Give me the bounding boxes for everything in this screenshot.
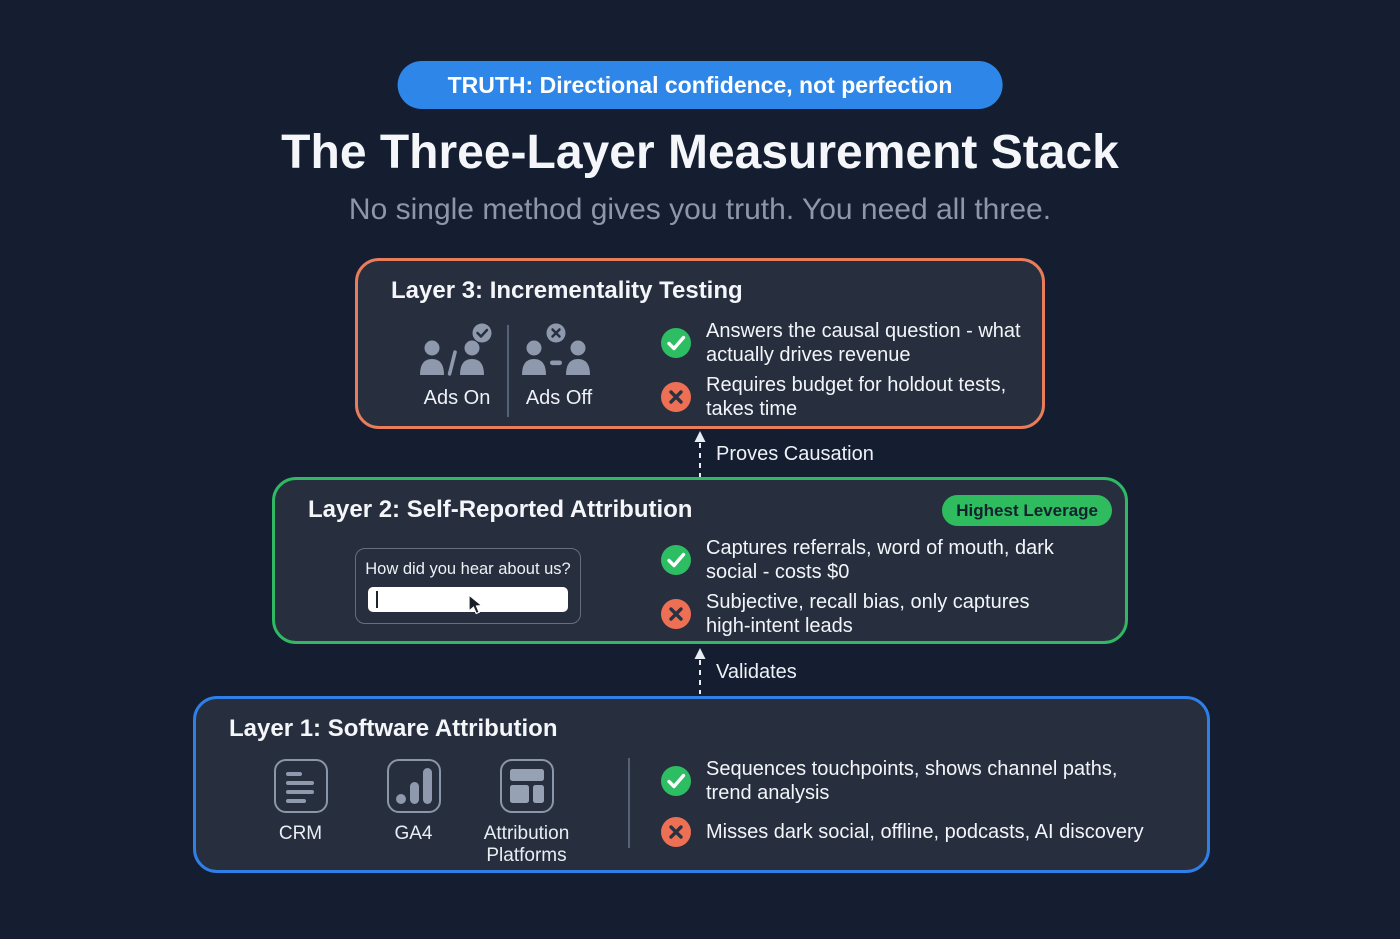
tool-crm-label: CRM (278, 823, 323, 844)
tools-divider (628, 758, 630, 848)
x-icon (661, 599, 691, 629)
page-title: The Three-Layer Measurement Stack (281, 126, 1119, 179)
check-icon (661, 545, 691, 575)
layer2-card: Layer 2: Self-Reported Attribution Highe… (272, 477, 1128, 644)
text-caret (376, 591, 378, 608)
page-subtitle: No single method gives you truth. You ne… (348, 193, 1052, 226)
ads-off-group: Ads Off (516, 323, 602, 410)
layer1-pro-text: Sequences touchpoints, shows channel pat… (706, 758, 1118, 804)
layer2-con-text: Subjective, recall bias, only captures h… (706, 591, 1030, 637)
layer1-con: Misses dark social, offline, podcasts, A… (661, 817, 1166, 847)
ads-on-group: Ads On (414, 323, 500, 410)
check-icon (661, 328, 691, 358)
ads-off-label: Ads Off (525, 387, 593, 409)
highest-leverage-badge: Highest Leverage (942, 495, 1112, 526)
crm-icon (273, 759, 328, 813)
layer3-con: Requires budget for holdout tests, takes… (661, 373, 1036, 421)
ads-on-icon (420, 323, 492, 376)
check-icon (661, 766, 691, 796)
tool-crm: CRM (244, 758, 357, 867)
icons-divider (507, 325, 509, 417)
truth-badge: TRUTH: Directional confidence, not perfe… (397, 61, 1003, 109)
mouse-cursor-icon (468, 594, 484, 615)
attribution-platforms-icon (499, 759, 554, 813)
tool-attribution-platforms: Attribution Platforms (470, 758, 583, 867)
arrow1-label: Proves Causation (716, 443, 874, 465)
layer3-card: Layer 3: Incrementality Testing Ads On (355, 258, 1045, 429)
ads-off-icon (522, 323, 590, 375)
layer3-title: Layer 3: Incrementality Testing (391, 277, 743, 304)
layer2-pro-text: Captures referrals, word of mouth, dark … (706, 537, 1054, 583)
x-icon (661, 382, 691, 412)
layer1-pro: Sequences touchpoints, shows channel pat… (661, 757, 1166, 805)
layer3-pro-text: Answers the causal question - what actua… (706, 320, 1021, 366)
survey-text-input[interactable] (368, 587, 568, 615)
layer2-pro: Captures referrals, word of mouth, dark … (661, 536, 1076, 584)
layer3-pro: Answers the causal question - what actua… (661, 319, 1036, 367)
layer3-con-text: Requires budget for holdout tests, takes… (706, 374, 1007, 420)
up-arrow-icon (694, 431, 706, 477)
tool-ga4-label: GA4 (394, 823, 433, 844)
tool-ga4: GA4 (357, 758, 470, 867)
software-tools: CRM GA4 Attribution Platforms (244, 758, 583, 867)
survey-form-illustration: How did you hear about us? (355, 548, 581, 624)
layer1-con-text: Misses dark social, offline, podcasts, A… (706, 821, 1144, 843)
survey-question-label: How did you hear about us? (365, 560, 571, 578)
layer1-card: Layer 1: Software Attribution CRM GA4 (193, 696, 1210, 873)
layer1-title: Layer 1: Software Attribution (229, 715, 558, 742)
arrow-validates: Validates (692, 648, 797, 694)
tool-attribution-platforms-label: Attribution Platforms (483, 823, 570, 866)
layer2-title: Layer 2: Self-Reported Attribution (308, 496, 693, 523)
layer2-con: Subjective, recall bias, only captures h… (661, 590, 1076, 638)
up-arrow-icon (694, 648, 706, 694)
ads-experiment-illustration: Ads On Ads Off (414, 323, 602, 417)
arrow2-label: Validates (716, 661, 797, 683)
ads-on-label: Ads On (423, 387, 491, 409)
ga4-icon (386, 759, 441, 813)
x-icon (661, 817, 691, 847)
arrow-proves-causation: Proves Causation (692, 431, 874, 477)
